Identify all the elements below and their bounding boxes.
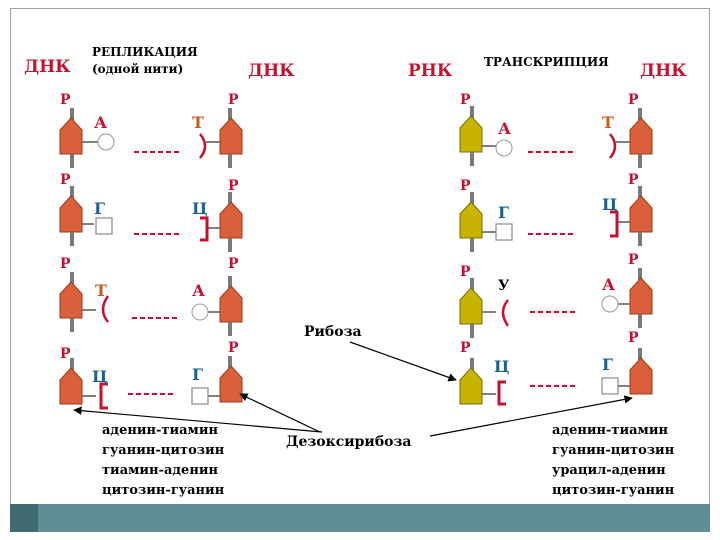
- deoxyribose-arrow: [429, 395, 633, 437]
- ribose-arrow: [349, 341, 457, 382]
- transcription-title: ТРАНСКРИПЦИЯ: [484, 55, 609, 69]
- deoxyribose-arrow: [239, 393, 321, 433]
- left-dna-strand: [59, 108, 98, 405]
- base-label: Г: [498, 203, 509, 222]
- adenine-shape: [495, 139, 513, 157]
- p-label: Р: [628, 252, 639, 268]
- cytosine-shape: [200, 216, 209, 242]
- base-label: Г: [192, 365, 203, 384]
- p-label: Р: [228, 340, 239, 356]
- guanine-shape: [95, 217, 113, 235]
- replication-subtitle: (одной нити): [92, 62, 183, 76]
- bottom-bar: [10, 504, 710, 532]
- pair-item: гуанин-цитозин: [102, 443, 225, 458]
- base-label: А: [192, 281, 205, 300]
- guanine-shape: [191, 387, 209, 405]
- base-label: Г: [602, 355, 613, 374]
- deoxyribose-arrow: [73, 406, 323, 433]
- adenine-shape: [191, 303, 209, 321]
- right-dna-strand: [206, 108, 243, 403]
- p-label: Р: [628, 92, 639, 108]
- base-label: А: [94, 113, 107, 132]
- thymine-shape: [101, 295, 110, 323]
- base-label: Ц: [602, 195, 617, 214]
- base-label: Т: [192, 113, 204, 132]
- base-label: Ц: [92, 367, 107, 386]
- thymine-shape: [609, 133, 617, 159]
- p-label: Р: [228, 178, 239, 194]
- p-label: Р: [60, 256, 71, 272]
- p-label: Р: [60, 92, 71, 108]
- base-label: А: [602, 275, 615, 294]
- pair-item: аденин-тиамин: [102, 423, 218, 438]
- base-label: У: [498, 278, 510, 294]
- cytosine-shape: [610, 210, 619, 238]
- base-label: Т: [602, 113, 614, 132]
- pair-item: цитозин-гуанин: [102, 483, 225, 498]
- p-label: Р: [460, 340, 471, 356]
- deoxyribose-label: Дезоксирибоза: [286, 434, 412, 450]
- replication-pairs-list: аденин-тиамин гуанин-цитозин тиамин-аден…: [102, 423, 225, 498]
- base-label: Ц: [494, 357, 509, 376]
- cytosine-shape: [497, 380, 506, 406]
- transcription-pairs-list: аденин-тиамин гуанин-цитозин урацил-аден…: [552, 423, 675, 498]
- p-label: Р: [228, 92, 239, 108]
- p-label: Р: [460, 178, 471, 194]
- p-label: Р: [460, 264, 471, 280]
- adenine-shape: [601, 295, 619, 313]
- rna-strand: [459, 106, 496, 405]
- guanine-shape: [495, 223, 513, 241]
- adenine-shape: [97, 133, 115, 151]
- uracil-shape: [501, 299, 510, 327]
- left-dna-label: ДНК: [24, 57, 71, 77]
- ribose-label: Рибоза: [304, 324, 362, 340]
- pair-item: аденин-тиамин: [552, 423, 668, 438]
- right-dna-label: ДНК: [640, 61, 687, 81]
- pair-item: урацил-аденин: [552, 463, 666, 478]
- cytosine-shape: [99, 382, 108, 410]
- p-label: Р: [460, 92, 471, 108]
- replication-title: РЕПЛИКАЦИЯ: [92, 45, 198, 59]
- base-label: А: [498, 119, 511, 138]
- p-label: Р: [628, 172, 639, 188]
- p-label: Р: [60, 172, 71, 188]
- p-label: Р: [628, 330, 639, 346]
- pair-item: гуанин-цитозин: [552, 443, 675, 458]
- p-label: Р: [228, 256, 239, 272]
- pair-item: цитозин-гуанин: [552, 483, 675, 498]
- template-dna-strand: [616, 108, 653, 395]
- base-label: Г: [94, 199, 105, 218]
- base-label: Т: [95, 281, 107, 300]
- base-label: Ц: [192, 199, 207, 218]
- thymine-shape: [199, 133, 207, 159]
- pair-item: тиамин-аденин: [102, 463, 218, 478]
- rna-label: РНК: [408, 61, 453, 81]
- left-dna-label-right: ДНК: [248, 61, 295, 81]
- guanine-shape: [601, 377, 619, 395]
- bottom-bar-square: [10, 504, 38, 532]
- p-label: Р: [60, 346, 71, 362]
